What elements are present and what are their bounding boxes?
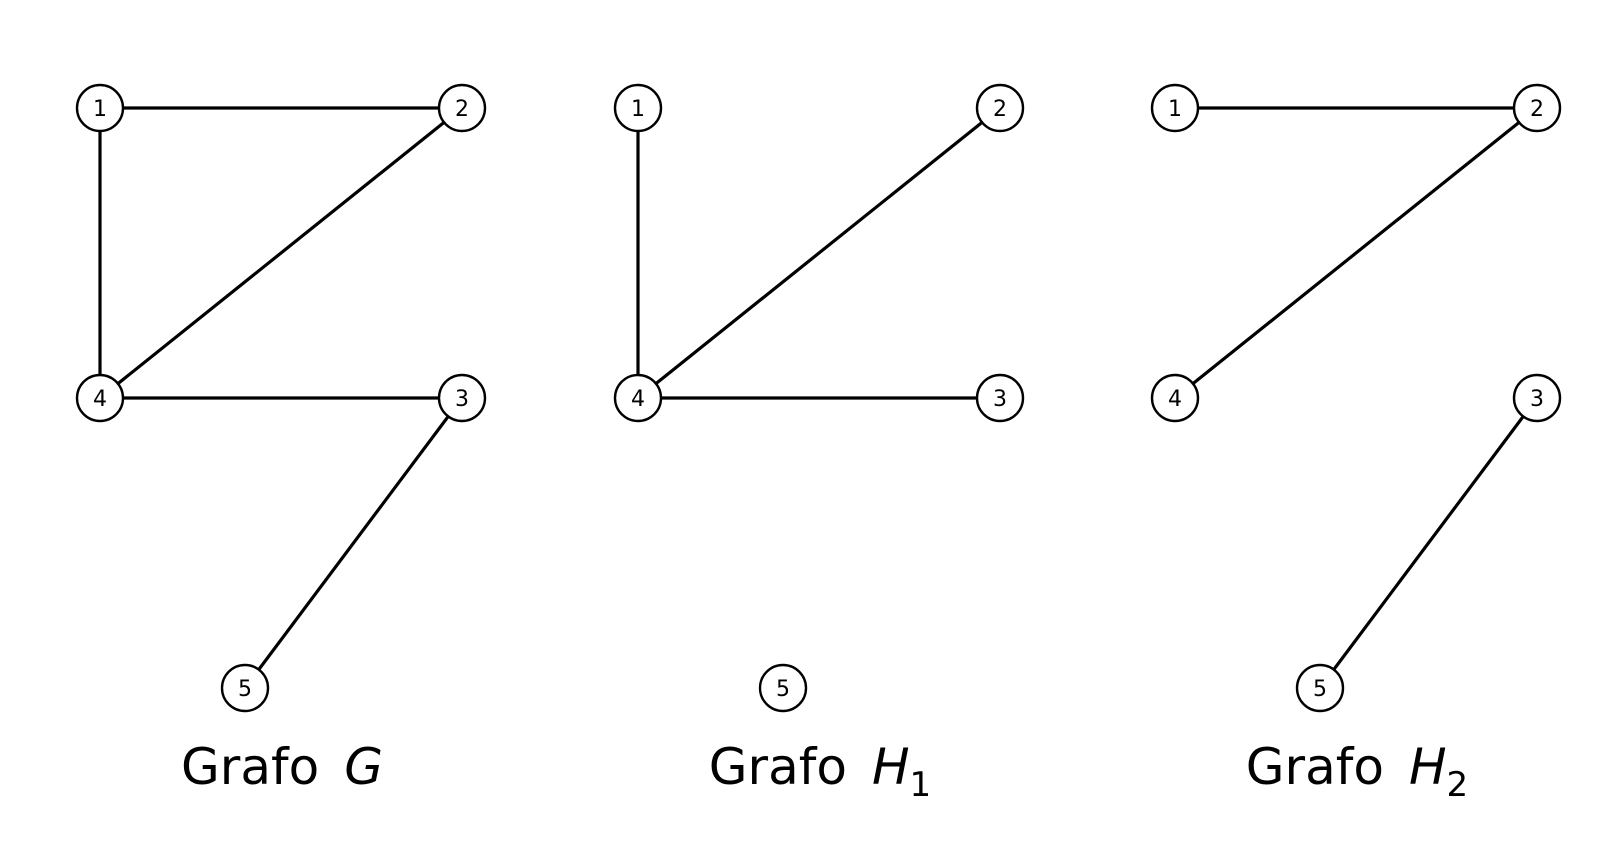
node-label: 5 [776, 677, 790, 702]
node-circle [1512, 373, 1562, 423]
node-label: 2 [1530, 97, 1544, 122]
node-circle [437, 373, 487, 423]
edges [98, 106, 464, 690]
caption-symbol: H [1409, 738, 1447, 796]
caption-prefix: Grafo [709, 738, 872, 796]
node-circle [437, 83, 487, 133]
caption-prefix: Grafo [1246, 738, 1409, 796]
node-circle [75, 83, 125, 133]
graph-caption: Grafo H1 [709, 738, 931, 805]
node-circle [1512, 83, 1562, 133]
edges [1173, 106, 1539, 690]
node-4: 4 [613, 373, 663, 423]
node-label: 4 [1168, 387, 1182, 412]
node-label: 1 [631, 97, 645, 122]
node-label: 5 [238, 677, 252, 702]
edges [636, 106, 1002, 400]
node-circle [975, 373, 1025, 423]
node-label: 4 [93, 387, 107, 412]
node-2: 2 [437, 83, 487, 133]
edge-2-4 [636, 106, 1002, 400]
node-3: 3 [1512, 373, 1562, 423]
node-1: 1 [613, 83, 663, 133]
node-4: 4 [1150, 373, 1200, 423]
node-circle [75, 373, 125, 423]
node-5: 5 [758, 663, 808, 713]
edge-2-4 [1173, 106, 1539, 400]
node-label: 3 [993, 387, 1007, 412]
nodes: 1 2 3 4 5 [1150, 83, 1562, 713]
graph-caption: Grafo H2 [1246, 738, 1468, 805]
caption-symbol: H [872, 738, 910, 796]
node-4: 4 [75, 373, 125, 423]
node-label: 5 [1313, 677, 1327, 702]
edge-2-4 [98, 106, 464, 400]
node-circle [1295, 663, 1345, 713]
node-1: 1 [1150, 83, 1200, 133]
edge-3-5 [1318, 396, 1539, 690]
node-label: 3 [455, 387, 469, 412]
node-circle [1150, 373, 1200, 423]
node-circle [758, 663, 808, 713]
caption-subscript: 2 [1447, 765, 1469, 805]
nodes: 1 2 3 4 5 [613, 83, 1025, 713]
node-label: 2 [455, 97, 469, 122]
nodes: 1 2 3 4 5 [75, 83, 487, 713]
node-3: 3 [975, 373, 1025, 423]
node-2: 2 [1512, 83, 1562, 133]
node-circle [613, 83, 663, 133]
node-1: 1 [75, 83, 125, 133]
node-circle [1150, 83, 1200, 133]
caption-prefix: Grafo [181, 738, 344, 796]
caption-symbol: G [344, 738, 383, 796]
node-5: 5 [220, 663, 270, 713]
node-label: 1 [1168, 97, 1182, 122]
node-circle [220, 663, 270, 713]
node-5: 5 [1295, 663, 1345, 713]
node-label: 4 [631, 387, 645, 412]
node-label: 3 [1530, 387, 1544, 412]
node-label: 2 [993, 97, 1007, 122]
edge-3-5 [243, 396, 464, 690]
node-label: 1 [93, 97, 107, 122]
node-2: 2 [975, 83, 1025, 133]
node-3: 3 [437, 373, 487, 423]
caption-subscript: 1 [910, 765, 932, 805]
node-circle [613, 373, 663, 423]
node-circle [975, 83, 1025, 133]
graph-caption: Grafo G [181, 738, 383, 796]
